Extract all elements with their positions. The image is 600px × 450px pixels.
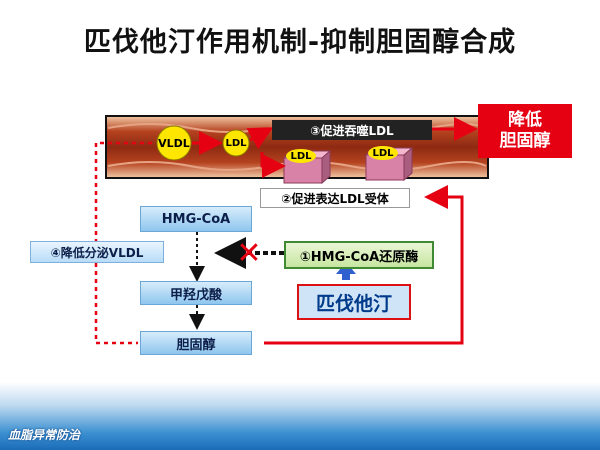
mechanism-3-label: ③促进吞噬LDL	[272, 120, 432, 140]
vldl-label: VLDL	[158, 136, 190, 150]
vldl-particle	[156, 125, 192, 161]
lower-cholesterol-line2: 胆固醇	[499, 131, 551, 151]
pathway-hmg-coa: HMG-CoA	[140, 206, 252, 232]
pathway-cholesterol: 胆固醇	[140, 331, 252, 355]
pathway-mevalonate: 甲羟戊酸	[140, 281, 252, 305]
inhibition-x-icon: ✕	[236, 235, 262, 271]
footer-logo: 血脂异常防治	[8, 428, 81, 442]
lower-cholesterol-box: 降低 胆固醇	[478, 104, 572, 158]
mechanism-2-label: ②促进表达LDL受体	[260, 188, 410, 208]
pitavastatin-box: 匹伐他汀	[297, 284, 411, 320]
ldl-receptor-label-2: LDL	[368, 146, 398, 160]
footer-banner	[0, 382, 600, 450]
page-title: 匹伐他汀作用机制-抑制胆固醇合成	[83, 27, 517, 58]
mechanism-4-label: ④降低分泌VLDL	[30, 241, 164, 263]
ldl-label: LDL	[225, 137, 247, 149]
ldl-receptor-label-1: LDL	[286, 149, 316, 163]
lower-cholesterol-line1: 降低	[508, 110, 542, 130]
hmg-coa-reductase-box: ①HMG-CoA还原酶	[284, 241, 434, 269]
